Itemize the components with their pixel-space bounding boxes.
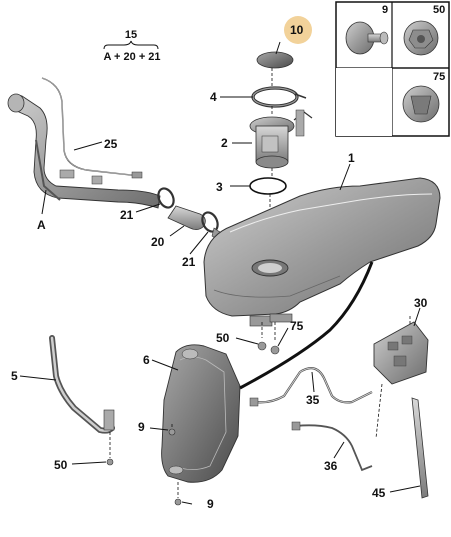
callout-50-tank: 50 [216, 331, 230, 345]
callout-45: 45 [372, 486, 386, 500]
inset-label-50: 50 [433, 4, 446, 16]
callout-20: 20 [151, 235, 165, 249]
callout-21-right: 21 [182, 255, 196, 269]
vapor-pipes [249, 367, 373, 472]
inset-part-9-fastener [345, 21, 389, 55]
tank-fasteners [257, 322, 280, 355]
tank-strap [49, 335, 115, 466]
inset-label-9: 9 [382, 4, 389, 16]
callout-1: 1 [348, 151, 355, 165]
formula-bracket [103, 40, 159, 50]
highlight-circle [284, 16, 312, 44]
formula-bottom: A + 20 + 21 [103, 51, 161, 63]
callout-50-strap: 50 [54, 458, 68, 472]
callout-9-bottom: 9 [207, 497, 214, 511]
inset-label-75: 75 [433, 71, 446, 83]
callout-6: 6 [143, 353, 150, 367]
inset-box [335, 1, 450, 137]
fuel-tank [203, 177, 441, 327]
callout-75: 75 [290, 319, 304, 333]
charcoal-canister [373, 316, 429, 499]
callout-21-left: 21 [120, 208, 134, 222]
callout-A: A [37, 218, 46, 232]
callout-10: 10 [290, 23, 304, 37]
callout-25: 25 [104, 137, 118, 151]
filler-neck-assembly [7, 77, 161, 209]
callout-35: 35 [306, 393, 320, 407]
formula-top: 15 [124, 29, 138, 41]
inset-part-75-clip [402, 85, 440, 123]
callout-36: 36 [324, 459, 338, 473]
inset-part-50-nut [403, 20, 439, 56]
callout-9-shield: 9 [138, 420, 145, 434]
callout-30: 30 [414, 296, 428, 310]
heat-shield [161, 344, 241, 506]
leader-lines [19, 41, 421, 505]
callout-4: 4 [210, 90, 217, 104]
callout-5: 5 [11, 369, 18, 383]
callout-3: 3 [216, 180, 223, 194]
section-divider-line [239, 261, 374, 390]
callout-2: 2 [221, 136, 228, 150]
